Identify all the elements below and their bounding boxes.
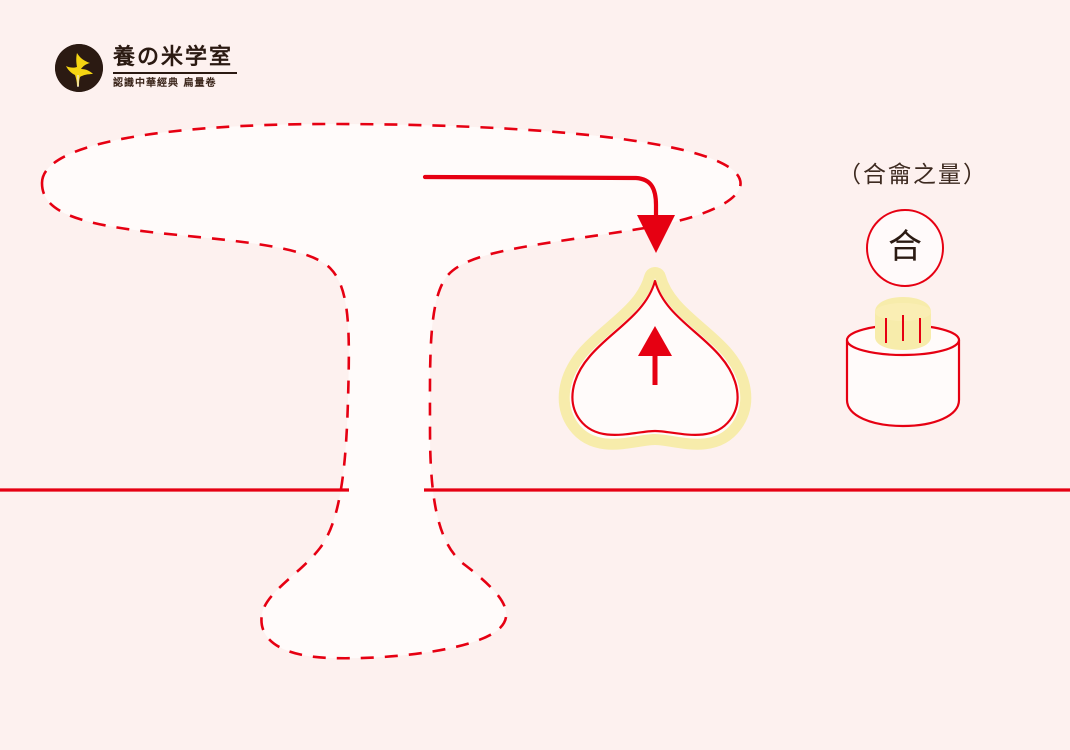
brand-subtitle: 認識中華經典 扁量卷: [113, 78, 217, 89]
brand-logo[interactable]: 養の米学室 認識中華經典 扁量卷: [55, 44, 237, 92]
cylindrical-measure-vessel: [845, 297, 961, 428]
bird-in-circle-logo: [55, 44, 103, 92]
heaped-grain-mound: [875, 297, 931, 350]
brand-underline: [113, 72, 237, 74]
dashed-pedestal-table-outline: [40, 122, 742, 660]
upward-volume-arrow: [638, 326, 672, 385]
unit-glyph-character: 合: [888, 227, 922, 267]
brand-title: 養の米学室: [113, 45, 234, 70]
unit-caption: （合龠之量）: [838, 162, 988, 188]
teardrop-volume-shape: [558, 267, 752, 450]
unit-glyph-badge: 合: [866, 209, 944, 287]
curved-pointer-arrow: [422, 174, 675, 253]
brand-logo-text: 養の米学室 認識中華經典 扁量卷: [113, 44, 237, 90]
